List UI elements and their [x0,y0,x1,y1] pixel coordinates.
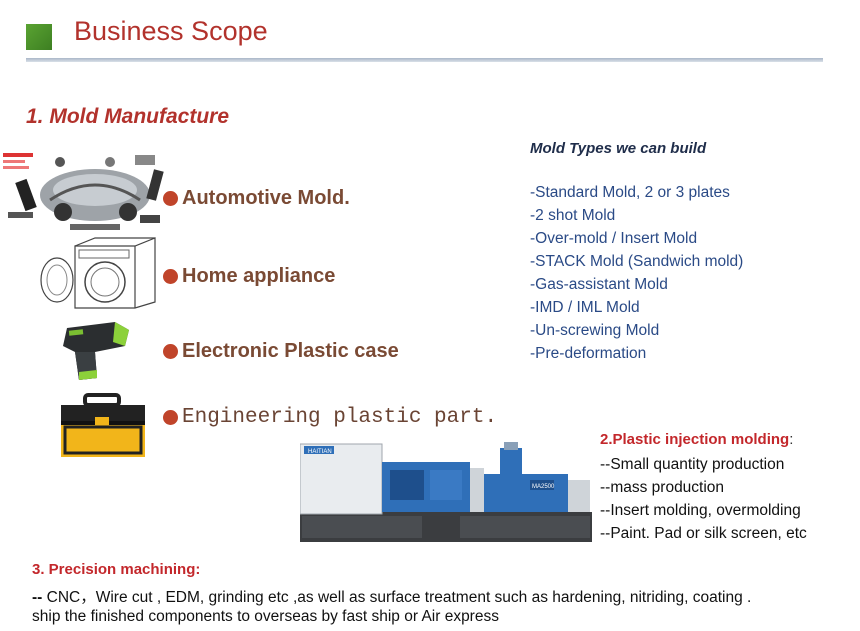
mold-types-heading: Mold Types we can build [530,140,707,157]
category-label: Electronic Plastic case [182,340,399,362]
mold-type-item: -IMD / IML Mold [530,299,640,316]
section3-line1: -- CNC，Wire cut , EDM, grinding etc ,as … [32,585,751,607]
page-title: Business Scope [74,16,268,46]
section3-lead: -- [32,589,43,606]
category-label: Automotive Mold. [182,187,350,209]
section2-item: --Insert molding, overmolding [600,502,801,519]
mold-type-item: -Gas-assistant Mold [530,276,668,293]
category-electronic-case: Electronic Plastic case [163,340,399,363]
section2-item: --Small quantity production [600,456,785,473]
mold-type-item: -Standard Mold, 2 or 3 plates [530,184,730,201]
section2-list: --Small quantity production --mass produ… [600,453,807,545]
section3-line1-text: CNC，Wire cut , EDM, grinding etc ,as wel… [42,589,752,606]
category-engineering-plastic: Engineering plastic part. [163,406,497,429]
mold-type-item: -Pre-deformation [530,345,647,362]
washing-machine-image [40,237,156,309]
section1-heading: 1. Mold Manufacture [26,105,230,128]
mold-type-item: -Over-mold / Insert Mold [530,230,698,247]
section3-heading: 3. Precision machining: [32,561,201,578]
category-automotive: Automotive Mold. [163,187,350,210]
section2-heading: 2.Plastic injection molding: [600,431,793,448]
car-parts-image [3,153,164,230]
section2-item: --Paint. Pad or silk screen, etc [600,525,807,542]
injection-machine-image: HAITIAN MA2500 [300,442,592,542]
bullet-icon [163,191,178,206]
mold-type-item: -2 shot Mold [530,207,616,224]
title-square-icon [26,24,52,50]
category-home-appliance: Home appliance [163,265,335,288]
machine-brand-label: HAITIAN [308,449,332,455]
section2-item: --mass production [600,479,725,496]
mold-types-list: -Standard Mold, 2 or 3 plates -2 shot Mo… [530,181,743,365]
bullet-icon [163,344,178,359]
section2-heading-colon: : [789,431,794,448]
barcode-scanner-image [63,322,129,380]
mold-type-item: -STACK Mold (Sandwich mold) [530,253,744,270]
toolbox-image [61,393,145,457]
title-divider [26,58,823,62]
machine-model-label: MA2500 [532,484,555,490]
section3-line2: ship the finished components to overseas… [32,608,499,625]
section2-heading-text: 2.Plastic injection molding [600,431,790,448]
bullet-icon [163,269,178,284]
bullet-icon [163,410,178,425]
category-label: Engineering plastic part. [182,406,498,429]
category-label: Home appliance [182,265,336,287]
mold-type-item: -Un-screwing Mold [530,322,660,339]
